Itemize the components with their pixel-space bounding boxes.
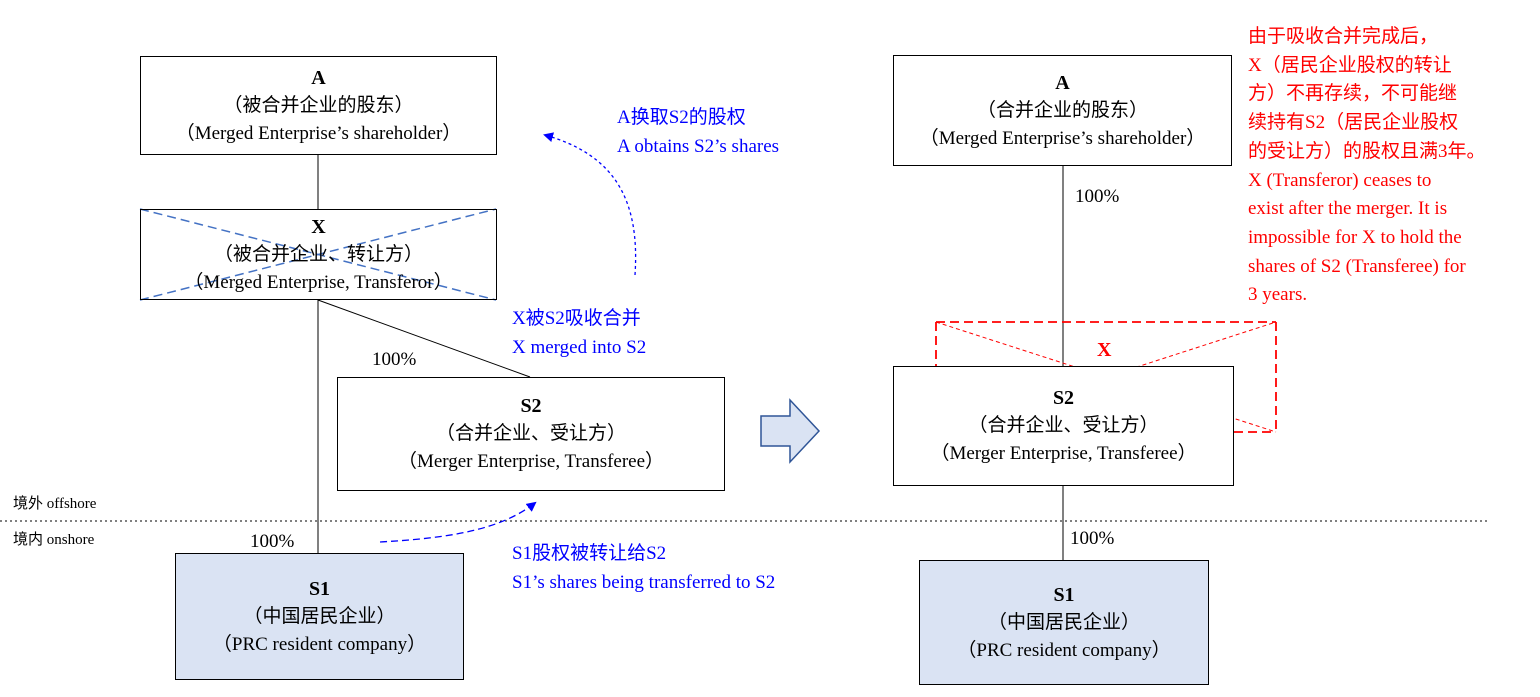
box-subtitle-en: （PRC resident company）	[212, 633, 427, 655]
pct-a-s2: 100%	[1075, 186, 1120, 207]
note-cn-line: X（居民企业股权的转让	[1248, 54, 1452, 76]
note-cn-line: 由于吸收合并完成后，	[1248, 26, 1439, 47]
box-subtitle-cn: （被合并企业、转让方）	[213, 243, 423, 265]
box-s2-right: S2 （合并企业、受让方） （Merger Enterprise, Transf…	[893, 366, 1234, 486]
box-subtitle-cn: （合并企业、受让方）	[968, 415, 1159, 436]
box-subtitle-cn: （中国居民企业）	[243, 605, 396, 627]
ghost-x-label: X	[1097, 339, 1112, 361]
note-en-line: 3 years.	[1248, 284, 1308, 306]
note-en-line: exist after the merger. It is	[1248, 198, 1448, 220]
annotation-en: A obtains S2’s shares	[617, 136, 780, 157]
note-en-line: shares of S2 (Transferee) for	[1248, 255, 1466, 277]
annotation-cn: X被S2吸收合并	[512, 308, 641, 329]
box-subtitle-en: （Merger Enterprise, Transferee）	[930, 443, 1197, 464]
annotation-a-obtains-shares: A换取S2的股权 A obtains S2’s shares	[617, 103, 779, 161]
box-subtitle-en: （PRC resident company）	[957, 639, 1171, 661]
offshore-label: 境外 offshore	[13, 496, 97, 512]
box-subtitle-cn: （合并企业、受让方）	[435, 423, 626, 444]
annotation-x-merged: X被S2吸收合并 X merged into S2	[512, 304, 646, 362]
box-subtitle-en: （Merged Enterprise’s shareholder）	[919, 127, 1206, 149]
line-x-to-s2	[317, 299, 531, 378]
annotation-en: S1’s shares being transferred to S2	[512, 572, 776, 593]
pct-x-s2: 100%	[372, 349, 417, 370]
arrow-a-obtains-s2	[543, 132, 637, 276]
box-subtitle-en: （Merged Enterprise’s shareholder）	[175, 122, 462, 144]
box-x-left: X （被合并企业、转让方） （Merged Enterprise, Transf…	[140, 209, 497, 300]
note-en-line: impossible for X to hold the	[1248, 226, 1462, 248]
box-subtitle-cn: （中国居民企业）	[987, 611, 1140, 633]
box-subtitle-en: （Merged Enterprise, Transferor）	[184, 271, 453, 293]
annotation-s1-transferred: S1股权被转让给S2 S1’s shares being transferred…	[512, 539, 775, 597]
box-a-right: A （合并企业的股东） （Merged Enterprise’s shareho…	[893, 55, 1232, 166]
box-s1-left: S1 （中国居民企业） （PRC resident company）	[175, 553, 464, 680]
note-cn-line: 续持有S2（居民企业股权	[1248, 112, 1459, 134]
annotation-cn: A换取S2的股权	[617, 107, 746, 128]
box-title: S1	[308, 577, 331, 600]
annotation-cn: S1股权被转让给S2	[512, 543, 667, 564]
box-title: S2	[1052, 387, 1075, 409]
box-subtitle-en: （Merger Enterprise, Transferee）	[397, 451, 665, 472]
box-a-left: A （被合并企业的股东） （Merged Enterprise’s shareh…	[140, 56, 497, 155]
onshore-label: 境内 onshore	[13, 532, 95, 548]
box-title: S1	[1053, 583, 1075, 606]
transition-arrow	[760, 398, 821, 464]
arrow-s1-to-s2	[379, 501, 537, 543]
box-title: S2	[520, 395, 542, 417]
explanation-note: 由于吸收合并完成后， X（居民企业股权的转让 方）不再存续，不可能继 续持有S2…	[1248, 23, 1518, 310]
annotation-en: X merged into S2	[512, 337, 647, 358]
box-s1-right: S1 （中国居民企业） （PRC resident company）	[919, 560, 1209, 685]
pct-s2-s1: 100%	[1070, 528, 1115, 549]
box-s2-left: S2 （合并企业、受让方） （Merger Enterprise, Transf…	[337, 377, 725, 491]
x-box-cross-line-2	[139, 208, 497, 301]
note-cn-line: 方）不再存续，不可能继	[1248, 83, 1458, 105]
box-title: X	[311, 215, 326, 238]
box-title: A	[311, 66, 326, 89]
box-subtitle-cn: （合并企业的股东）	[976, 99, 1148, 121]
note-cn-line: 的受让方）的股权且满3年。	[1248, 140, 1486, 162]
box-subtitle-cn: （被合并企业的股东）	[223, 94, 414, 116]
pct-x-s1: 100%	[250, 531, 295, 552]
box-title: A	[1055, 71, 1070, 94]
note-en-line: X (Transferor) ceases to	[1248, 169, 1432, 191]
